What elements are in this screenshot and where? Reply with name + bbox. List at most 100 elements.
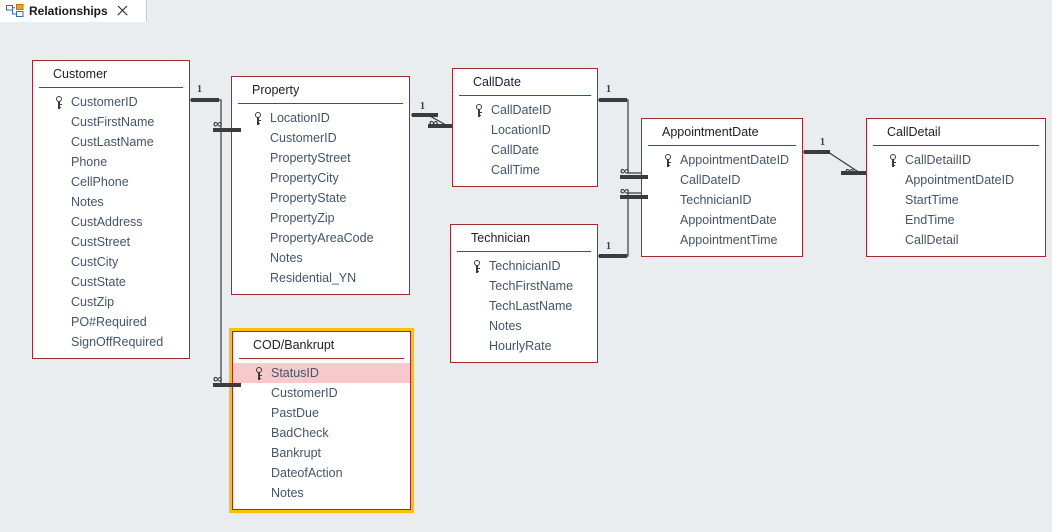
table-field[interactable]: TechnicianID	[642, 190, 802, 210]
table-field[interactable]: CustomerID	[33, 92, 189, 112]
tab-label: Relationships	[29, 3, 108, 18]
relationship-line-stub	[191, 98, 219, 102]
field-label: CallDate	[491, 143, 539, 157]
table-field[interactable]: CustZip	[33, 292, 189, 312]
table-field[interactable]: AppointmentDate	[642, 210, 802, 230]
cardinality-many-property-calldate: ∞	[429, 115, 438, 130]
table-field[interactable]: StartTime	[867, 190, 1045, 210]
field-label: Notes	[270, 251, 303, 265]
field-label: DateofAction	[271, 466, 343, 480]
table-field[interactable]: CustomerID	[232, 128, 409, 148]
field-label: CustLastName	[71, 135, 154, 149]
table-field[interactable]: LocationID	[232, 108, 409, 128]
table-field[interactable]: EndTime	[867, 210, 1045, 230]
relationship-line-appointmentdate-calldetail[interactable]	[803, 151, 866, 174]
field-label: CustAddress	[71, 215, 143, 229]
table-field[interactable]: CellPhone	[33, 172, 189, 192]
table-field[interactable]: Residential_YN	[232, 268, 409, 288]
table-field[interactable]: CallDetail	[867, 230, 1045, 250]
primary-key-icon	[664, 154, 672, 167]
field-label: PropertyAreaCode	[270, 231, 374, 245]
field-label: StatusID	[271, 366, 319, 380]
table-field[interactable]: CallTime	[453, 160, 597, 180]
table-field[interactable]: AppointmentDateID	[867, 170, 1045, 190]
table-field[interactable]: CallDetailID	[867, 150, 1045, 170]
table-field[interactable]: StatusID	[233, 363, 410, 383]
table-field[interactable]: CallDate	[453, 140, 597, 160]
field-label: PropertyZip	[270, 211, 335, 225]
field-label: PropertyState	[270, 191, 347, 205]
table-field[interactable]: HourlyRate	[451, 336, 597, 356]
field-label: PastDue	[271, 406, 319, 420]
table-field[interactable]: PropertyState	[232, 188, 409, 208]
table-title[interactable]: COD/Bankrupt	[239, 332, 404, 359]
field-label: CustomerID	[71, 95, 138, 109]
table-field[interactable]: CustAddress	[33, 212, 189, 232]
table-field[interactable]: PropertyStreet	[232, 148, 409, 168]
table-field[interactable]: PropertyCity	[232, 168, 409, 188]
relationship-line-stub	[213, 128, 241, 132]
table-field[interactable]: Notes	[451, 316, 597, 336]
tab-relationships[interactable]: Relationships	[0, 0, 147, 22]
table-title[interactable]: CallDate	[459, 69, 591, 96]
table-field[interactable]: CustCity	[33, 252, 189, 272]
table-field[interactable]: TechLastName	[451, 296, 597, 316]
relationship-line-technician-appointmentdate[interactable]	[598, 192, 641, 257]
relationship-line-stub	[841, 171, 866, 175]
primary-key-icon	[254, 112, 262, 125]
field-label: Notes	[71, 195, 104, 209]
table-field[interactable]: CustLastName	[33, 132, 189, 152]
field-label: TechFirstName	[489, 279, 574, 293]
table-field[interactable]: CallDateID	[642, 170, 802, 190]
table-field[interactable]: CustFirstName	[33, 112, 189, 132]
table-field[interactable]: BadCheck	[233, 423, 410, 443]
table-field[interactable]: CustState	[33, 272, 189, 292]
table-field[interactable]: Phone	[33, 152, 189, 172]
table-field[interactable]: CallDateID	[453, 100, 597, 120]
field-label: TechLastName	[489, 299, 573, 313]
table-field[interactable]: CustStreet	[33, 232, 189, 252]
close-icon[interactable]	[116, 4, 129, 17]
relationship-line-stub	[620, 195, 648, 199]
table-field[interactable]: PastDue	[233, 403, 410, 423]
cardinality-many-customer-codbankrupt: ∞	[213, 371, 222, 386]
table-field[interactable]: TechnicianID	[451, 256, 597, 276]
table-field[interactable]: SignOffRequired	[33, 332, 189, 352]
table-field[interactable]: Notes	[232, 248, 409, 268]
table-field[interactable]: PO#Required	[33, 312, 189, 332]
table-field[interactable]: Bankrupt	[233, 443, 410, 463]
table-title[interactable]: Property	[238, 77, 403, 104]
field-label: CallDateID	[491, 103, 552, 117]
table-field[interactable]: AppointmentDateID	[642, 150, 802, 170]
table-field[interactable]: DateofAction	[233, 463, 410, 483]
table-field[interactable]: Notes	[233, 483, 410, 503]
table-title[interactable]: AppointmentDate	[648, 119, 796, 146]
relationship-line-stub	[412, 113, 438, 117]
table-title[interactable]: Technician	[457, 225, 591, 252]
table-title[interactable]: Customer	[39, 61, 183, 88]
primary-key-icon	[55, 96, 63, 109]
table-field[interactable]: CustomerID	[233, 383, 410, 403]
table-title[interactable]: CallDetail	[873, 119, 1039, 146]
field-label: CallDetailID	[905, 153, 971, 167]
table-field[interactable]: PropertyAreaCode	[232, 228, 409, 248]
table-field[interactable]: TechFirstName	[451, 276, 597, 296]
cardinality-one-customer-property: 1	[197, 84, 202, 95]
table-field[interactable]: LocationID	[453, 120, 597, 140]
cardinality-one-technician-appointmentdate: 1	[606, 241, 611, 252]
primary-key-icon	[889, 154, 897, 167]
relationship-line-stub	[620, 175, 648, 179]
table-field[interactable]: AppointmentTime	[642, 230, 802, 250]
table-field[interactable]: PropertyZip	[232, 208, 409, 228]
table-field[interactable]: Notes	[33, 192, 189, 212]
